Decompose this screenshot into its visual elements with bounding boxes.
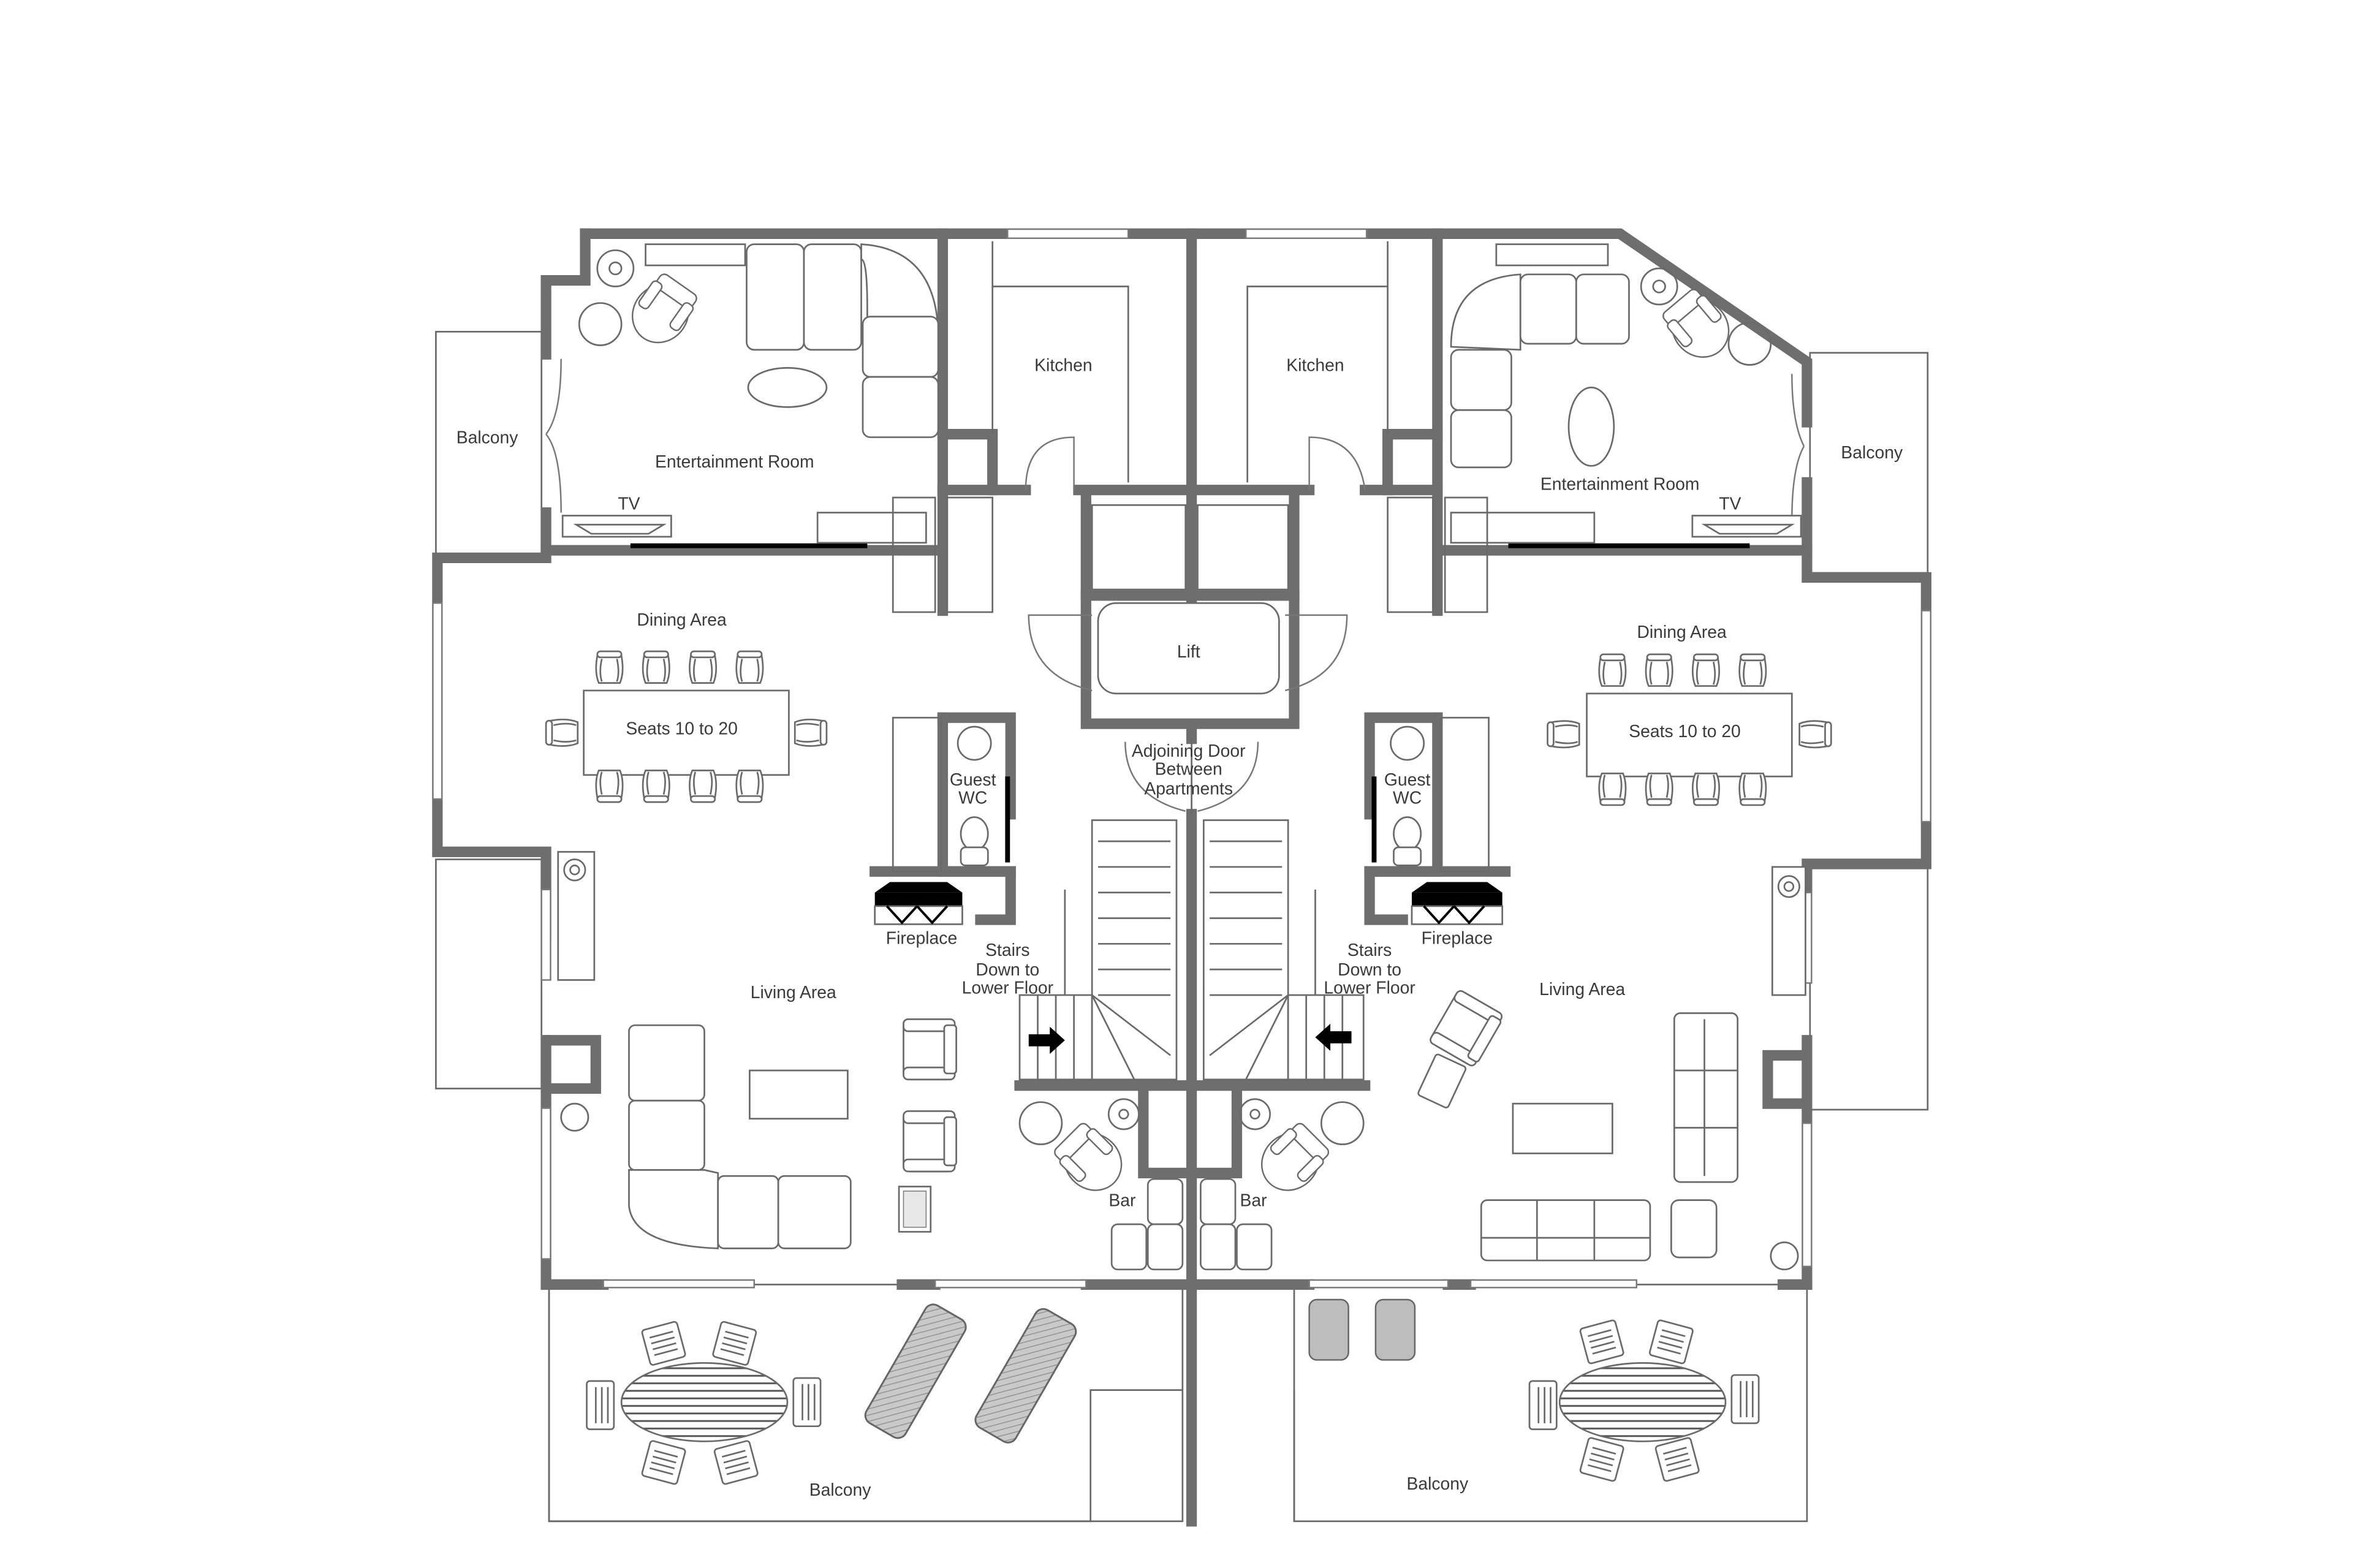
left-balcony-furniture: Balcony [586,1303,1077,1499]
left-lower-side-balcony [435,858,543,1089]
left-stairs-label-1: Stairs [985,940,1029,960]
left-living-area: Living Area [557,850,1140,1249]
left-living-area-label: Living Area [751,982,836,1002]
left-entertainment-room-label: Entertainment Room [655,452,814,471]
right-guest-wc-label-1: Guest [1384,770,1431,789]
left-entertainment-room: Balcony Entertainment Room TV [457,243,939,544]
left-kitchen-label: Kitchen [1034,355,1092,374]
adjoining-door-label-2: Between [1155,759,1222,779]
right-stairs-label-3: Lower Floor [1324,978,1415,998]
left-stairs-label-2: Down to [976,960,1039,979]
right-balcony-label: Balcony [1841,442,1903,462]
right-fireplace-label: Fireplace [1422,928,1493,947]
adjoining-door-label-1: Adjoining Door [1132,741,1246,760]
left-bottom-balcony-label: Balcony [809,1480,872,1499]
right-entertainment-room-label: Entertainment Room [1540,474,1700,494]
adjoining-door-label-3: Apartments [1144,779,1233,798]
left-dining-area-label: Dining Area [637,610,727,629]
adjoining-door: Adjoining Door Between Apartments [1124,738,1259,814]
right-side-balcony [1809,352,1929,574]
left-guest-wc-label-2: WC [958,787,987,807]
right-balcony-furniture: Balcony [1308,1298,1760,1493]
right-entertainment-room: Balcony Entertainment Room TV [1450,243,1903,544]
right-kitchen: Kitchen [1246,241,1389,490]
right-dining-area: Dining Area Seats 10 to 20 [1547,622,1832,806]
right-lower-side-balcony [1809,867,1929,1111]
lift: Lift [1028,602,1348,695]
right-living-area-label: Living Area [1539,979,1625,999]
right-bar: Bar [1200,1178,1273,1271]
left-bar-label: Bar [1108,1190,1135,1210]
left-tv-label: TV [618,494,640,513]
left-fireplace-label: Fireplace [886,928,957,947]
walls [432,228,1931,1527]
right-bar-label: Bar [1240,1190,1267,1210]
left-kitchen: Kitchen [991,241,1129,490]
right-bottom-balcony-label: Balcony [1407,1474,1469,1493]
right-dining-table-label: Seats 10 to 20 [1629,721,1741,741]
right-tv-label: TV [1719,494,1741,513]
right-guest-wc: Guest WC [1371,716,1490,873]
lift-label: Lift [1177,642,1200,661]
left-guest-wc: Guest WC [892,716,1010,873]
left-dining-table-label: Seats 10 to 20 [626,718,738,738]
right-kitchen-label: Kitchen [1286,355,1344,374]
right-dining-area-label: Dining Area [1637,622,1727,642]
right-stairs [1202,819,1365,1081]
left-stairs-label-3: Lower Floor [962,978,1053,998]
right-fireplace: Fireplace [1411,882,1504,947]
left-guest-wc-label-1: Guest [950,770,996,789]
right-guest-wc-label-2: WC [1393,787,1422,807]
left-bar: Bar [1108,1178,1184,1271]
left-balcony-label: Balcony [457,427,519,447]
right-living-area: Living Area [1239,866,1806,1271]
left-fireplace: Fireplace [874,882,963,947]
right-stairs-label-2: Down to [1338,960,1401,979]
right-stairs-label-1: Stairs [1347,940,1392,960]
left-stairs [1018,819,1178,1081]
left-dining-area: Dining Area Seats 10 to 20 [545,610,828,803]
